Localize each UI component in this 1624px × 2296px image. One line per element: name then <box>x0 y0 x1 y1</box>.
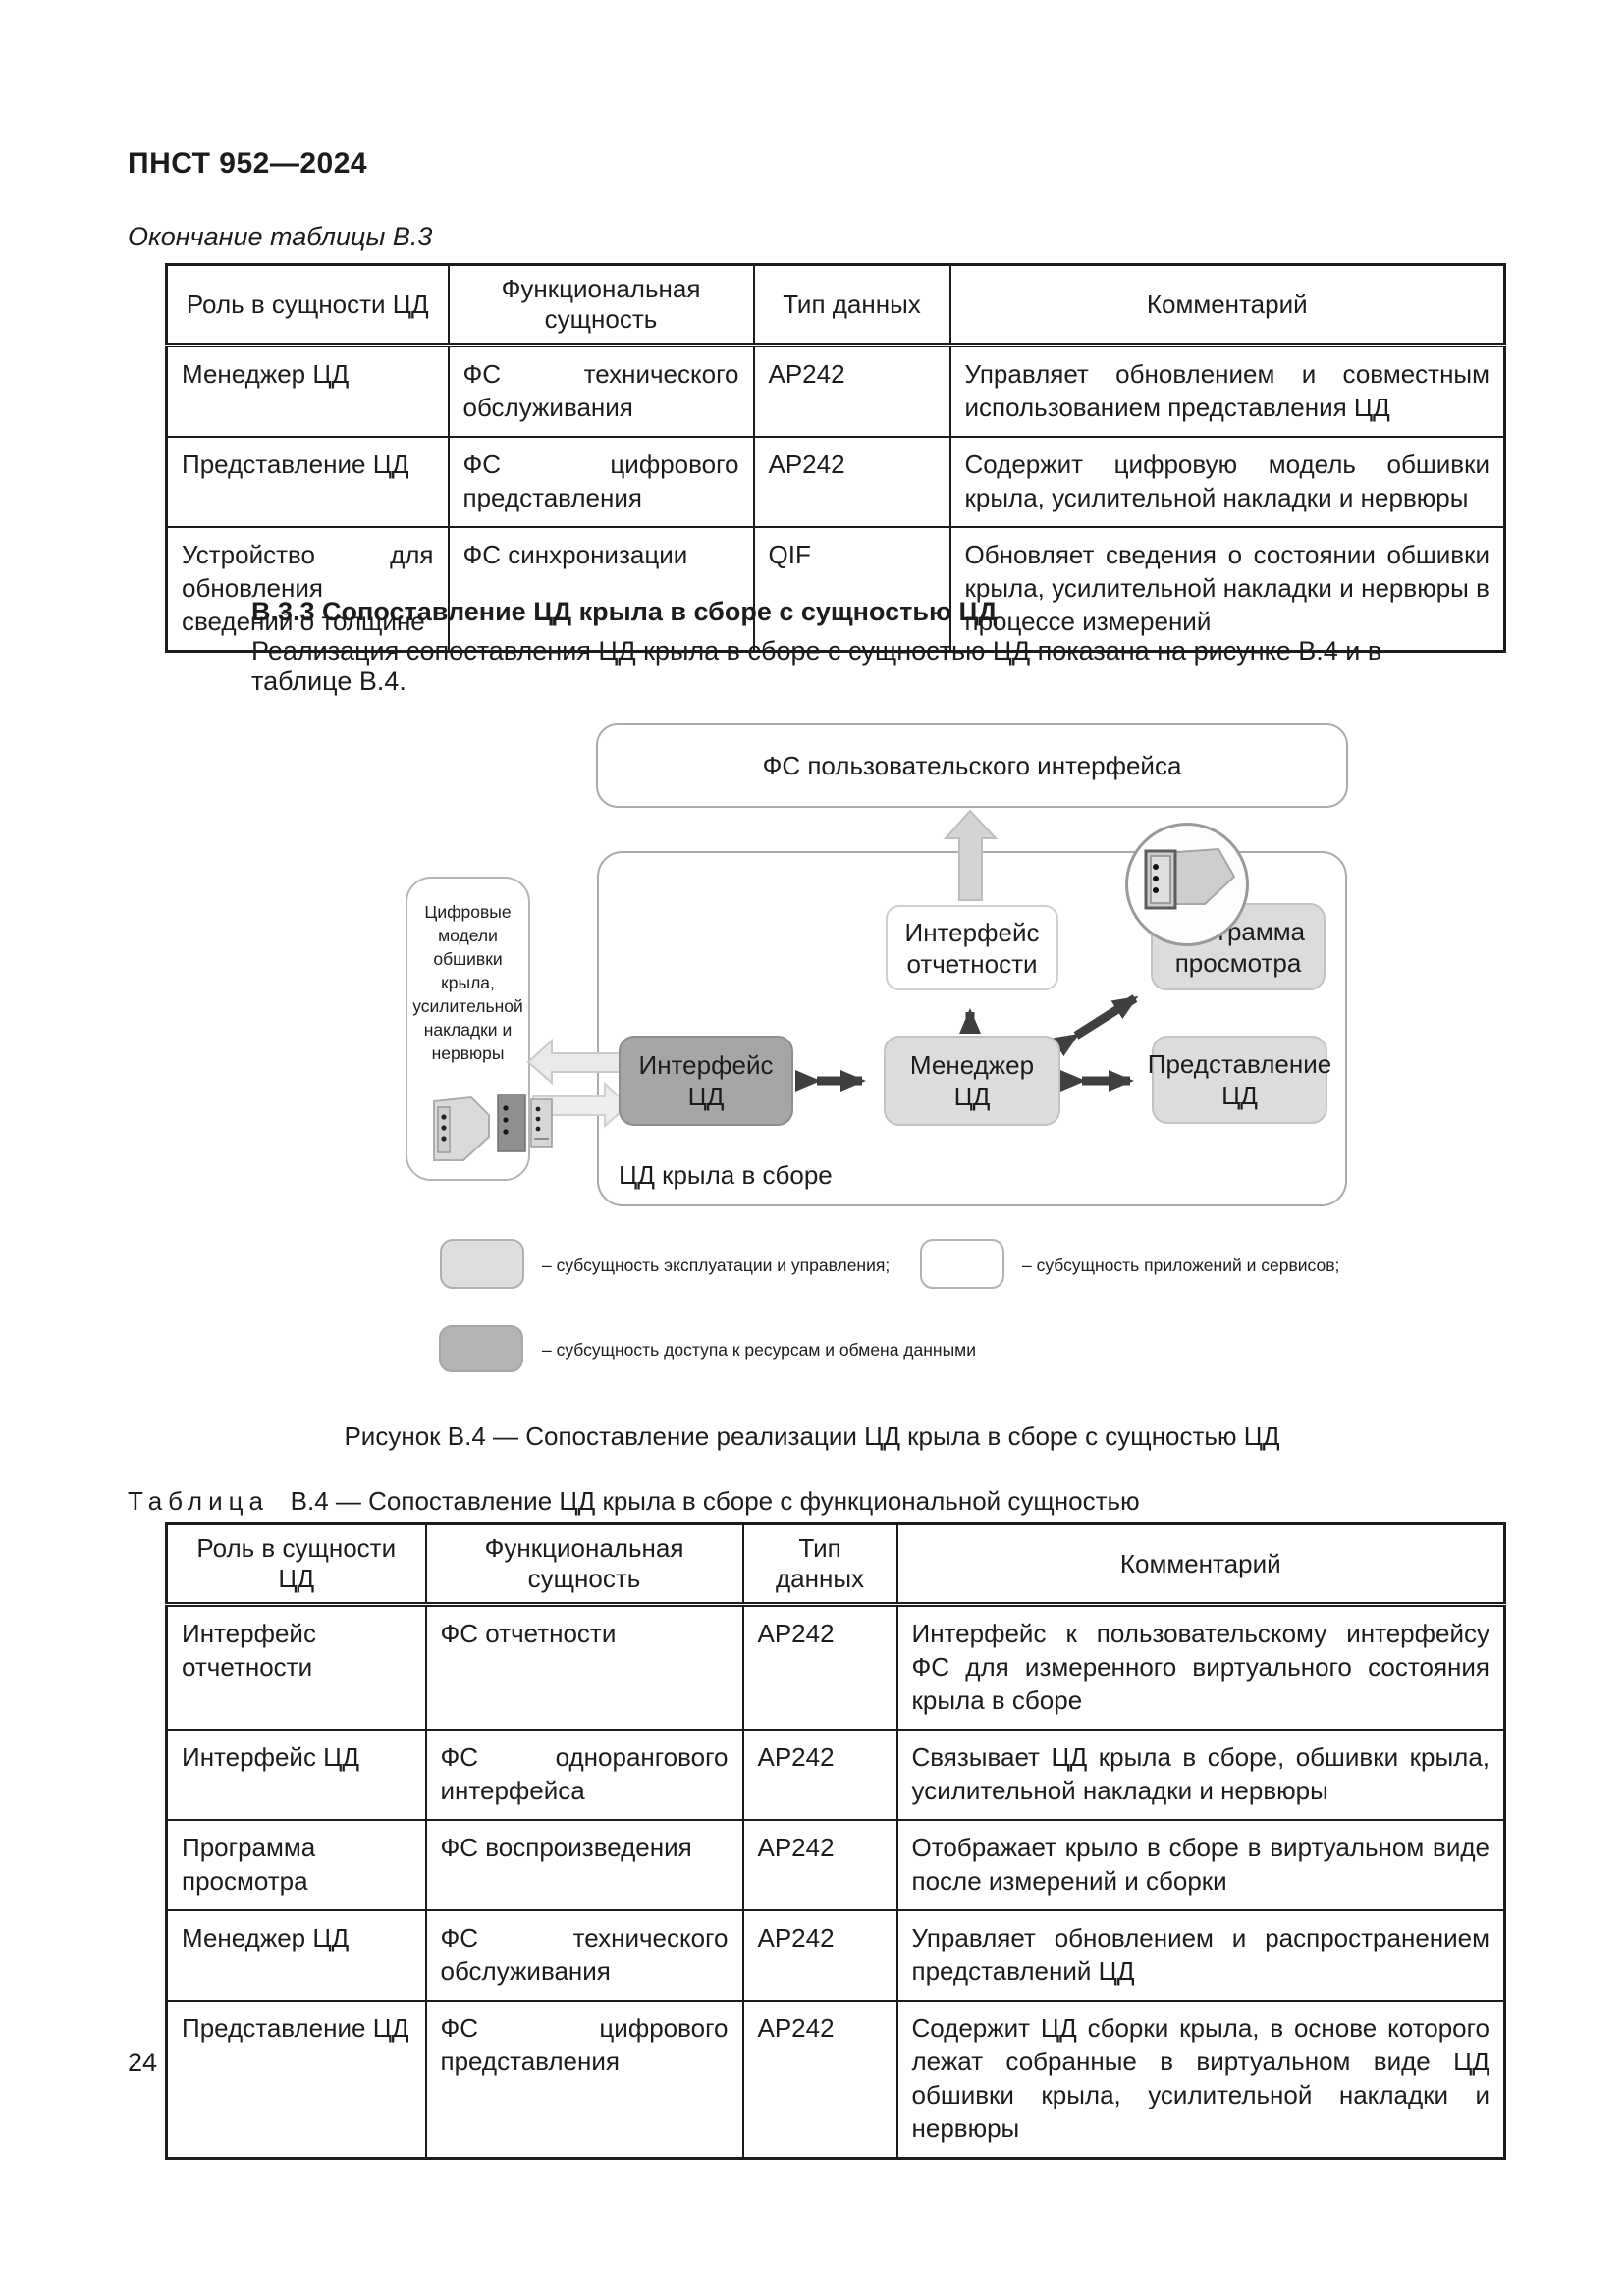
table-b4-title-word: Таблица <box>128 1486 269 1516</box>
cell-dtype: АР242 <box>741 2000 898 2160</box>
table-b4-title: Таблица В.4 — Сопоставление ЦД крыла в с… <box>128 1486 1140 1517</box>
legend-swatch-access <box>439 1325 523 1372</box>
col-header-comment: Комментарий <box>948 263 1506 347</box>
hollow-arrow-left <box>526 1038 624 1086</box>
cell-entity: ФС цифрового представления <box>424 2000 744 2160</box>
legend-label-access: – субсущность доступа к ресурсам и обмен… <box>542 1340 976 1360</box>
cell-entity: ФС технического обслуживания <box>424 1909 744 2002</box>
cell-role: Представление ЦД <box>165 2000 427 2160</box>
table-row: Интерфейс ЦД ФС однорангового интерфейса… <box>165 1729 1506 1821</box>
doc-code: ПНСТ 952—2024 <box>128 147 368 180</box>
cell-dtype: АР242 <box>752 344 951 438</box>
table-b4-header-row: Роль в сущности ЦД Функциональная сущнос… <box>165 1522 1506 1607</box>
figure-caption: Рисунок В.4 — Сопоставление реализации Ц… <box>344 1421 1280 1451</box>
cell-role: Менеджер ЦД <box>165 1909 427 2002</box>
table-b3-header-row: Роль в сущности ЦД Функциональная сущнос… <box>165 263 1506 347</box>
cell-dtype: АР242 <box>741 1729 898 1821</box>
col-header-entity: Функциональная сущность <box>424 1522 744 1607</box>
cell-dtype: АР242 <box>752 436 951 528</box>
diagram-arrows-layer <box>433 809 1139 1161</box>
cell-comment: Управляет обновлением и распространением… <box>895 1909 1506 2002</box>
dt-container-label: ЦД крыла в сборе <box>619 1160 833 1190</box>
cell-role: Интерфейс отчетности <box>165 1603 427 1731</box>
cell-role: Менеджер ЦД <box>165 344 450 438</box>
cell-dtype: АР242 <box>741 1603 898 1731</box>
col-header-dtype: Тип данных <box>752 263 951 347</box>
cell-comment: Управляет обновлением и совместным испол… <box>948 344 1506 438</box>
figure-b4-diagram: ЦД крыла в сборе ФС пользовательского ин… <box>373 717 1434 1404</box>
cell-comment: Содержит ЦД сборки крыла, в основе котор… <box>895 2000 1506 2160</box>
table-row: Представление ЦД ФС цифрового представле… <box>165 2000 1506 2160</box>
wing-parts-icon <box>433 1094 553 1161</box>
table-row: Менеджер ЦД ФС технического обслуживания… <box>165 1909 1506 2002</box>
table-b3: Роль в сущности ЦД Функциональная сущнос… <box>165 263 1506 653</box>
node-ui-fs: ФС пользовательского интерфейса <box>596 723 1348 808</box>
col-header-role: Роль в сущности ЦД <box>165 1522 427 1607</box>
cell-comment: Связывает ЦД крыла в сборе, обшивки крыл… <box>895 1729 1506 1821</box>
digital-models-label: Цифровые модели обшивки крыла, усилитель… <box>412 902 523 1063</box>
cell-role: Устройство для обновления сведений о тол… <box>165 526 450 653</box>
node-representation: Представление ЦД <box>1148 1036 1331 1124</box>
legend-label-apps: – субсущность приложений и сервисов; <box>1022 1255 1340 1275</box>
cell-entity: ФС отчетности <box>424 1603 744 1731</box>
page-number: 24 <box>128 2048 158 2077</box>
cell-entity: ФС однорангового интерфейса <box>424 1729 744 1821</box>
cell-role: Представление ЦД <box>165 436 450 528</box>
table-row: Менеджер ЦД ФС технического обслуживания… <box>165 344 1506 438</box>
cell-entity: ФС воспроизведения <box>424 1819 744 1911</box>
table-row: Устройство для обновления сведений о тол… <box>165 526 1506 653</box>
cell-dtype: АР242 <box>741 1819 898 1911</box>
col-header-comment: Комментарий <box>895 1522 1506 1607</box>
node-report-interface: Интерфейс отчетности <box>886 905 1058 990</box>
cell-entity: ФС технического обслуживания <box>447 344 755 438</box>
arrow-manager-viewer <box>1052 994 1139 1057</box>
cell-role: Интерфейс ЦД <box>165 1729 427 1821</box>
magnifier-circle <box>1125 823 1249 946</box>
table-b4: Роль в сущности ЦД Функциональная сущнос… <box>165 1522 1506 2160</box>
cell-role: Программа просмотра <box>165 1819 427 1911</box>
section-paragraph: Реализация сопоставления ЦД крыла в сбор… <box>251 636 1382 696</box>
legend-swatch-operation <box>440 1239 524 1289</box>
table-continuation-note: Окончание таблицы В.3 <box>128 222 433 251</box>
col-header-entity: Функциональная сущность <box>447 263 755 347</box>
cell-dtype: АР242 <box>741 1909 898 2002</box>
cell-comment: Обновляет сведения о состоянии обшивки к… <box>948 526 1506 653</box>
cell-comment: Интерфейс к пользовательскому интерфейсу… <box>895 1603 1506 1731</box>
cell-comment: Отображает крыло в сборе в виртуальном в… <box>895 1819 1506 1911</box>
table-row: Интерфейс отчетности ФС отчетности АР242… <box>165 1603 1506 1731</box>
col-header-role: Роль в сущности ЦД <box>165 263 450 347</box>
node-manager: Менеджер ЦД <box>884 1036 1060 1126</box>
cell-entity: ФС синхронизации <box>447 526 755 653</box>
cell-entity: ФС цифрового представления <box>447 436 755 528</box>
legend-label-operation: – субсущность эксплуатации и управления; <box>542 1255 891 1275</box>
node-dt-interface: Интерфейс ЦД <box>619 1036 793 1126</box>
section-heading: В.3.3 Сопоставление ЦД крыла в сборе с с… <box>251 597 998 626</box>
table-row: Представление ЦД ФС цифрового представле… <box>165 436 1506 528</box>
col-header-dtype: Тип данных <box>741 1522 898 1607</box>
cell-comment: Содержит цифровую модель обшивки крыла, … <box>948 436 1506 528</box>
cell-dtype: QIF <box>752 526 951 653</box>
big-up-arrow <box>943 809 999 901</box>
magnified-part-icon <box>1144 847 1236 910</box>
table-b4-title-rest: В.4 — Сопоставление ЦД крыла в сборе с ф… <box>290 1486 1140 1516</box>
legend-swatch-apps <box>920 1239 1004 1289</box>
table-row: Программа просмотра ФС воспроизведения А… <box>165 1819 1506 1911</box>
